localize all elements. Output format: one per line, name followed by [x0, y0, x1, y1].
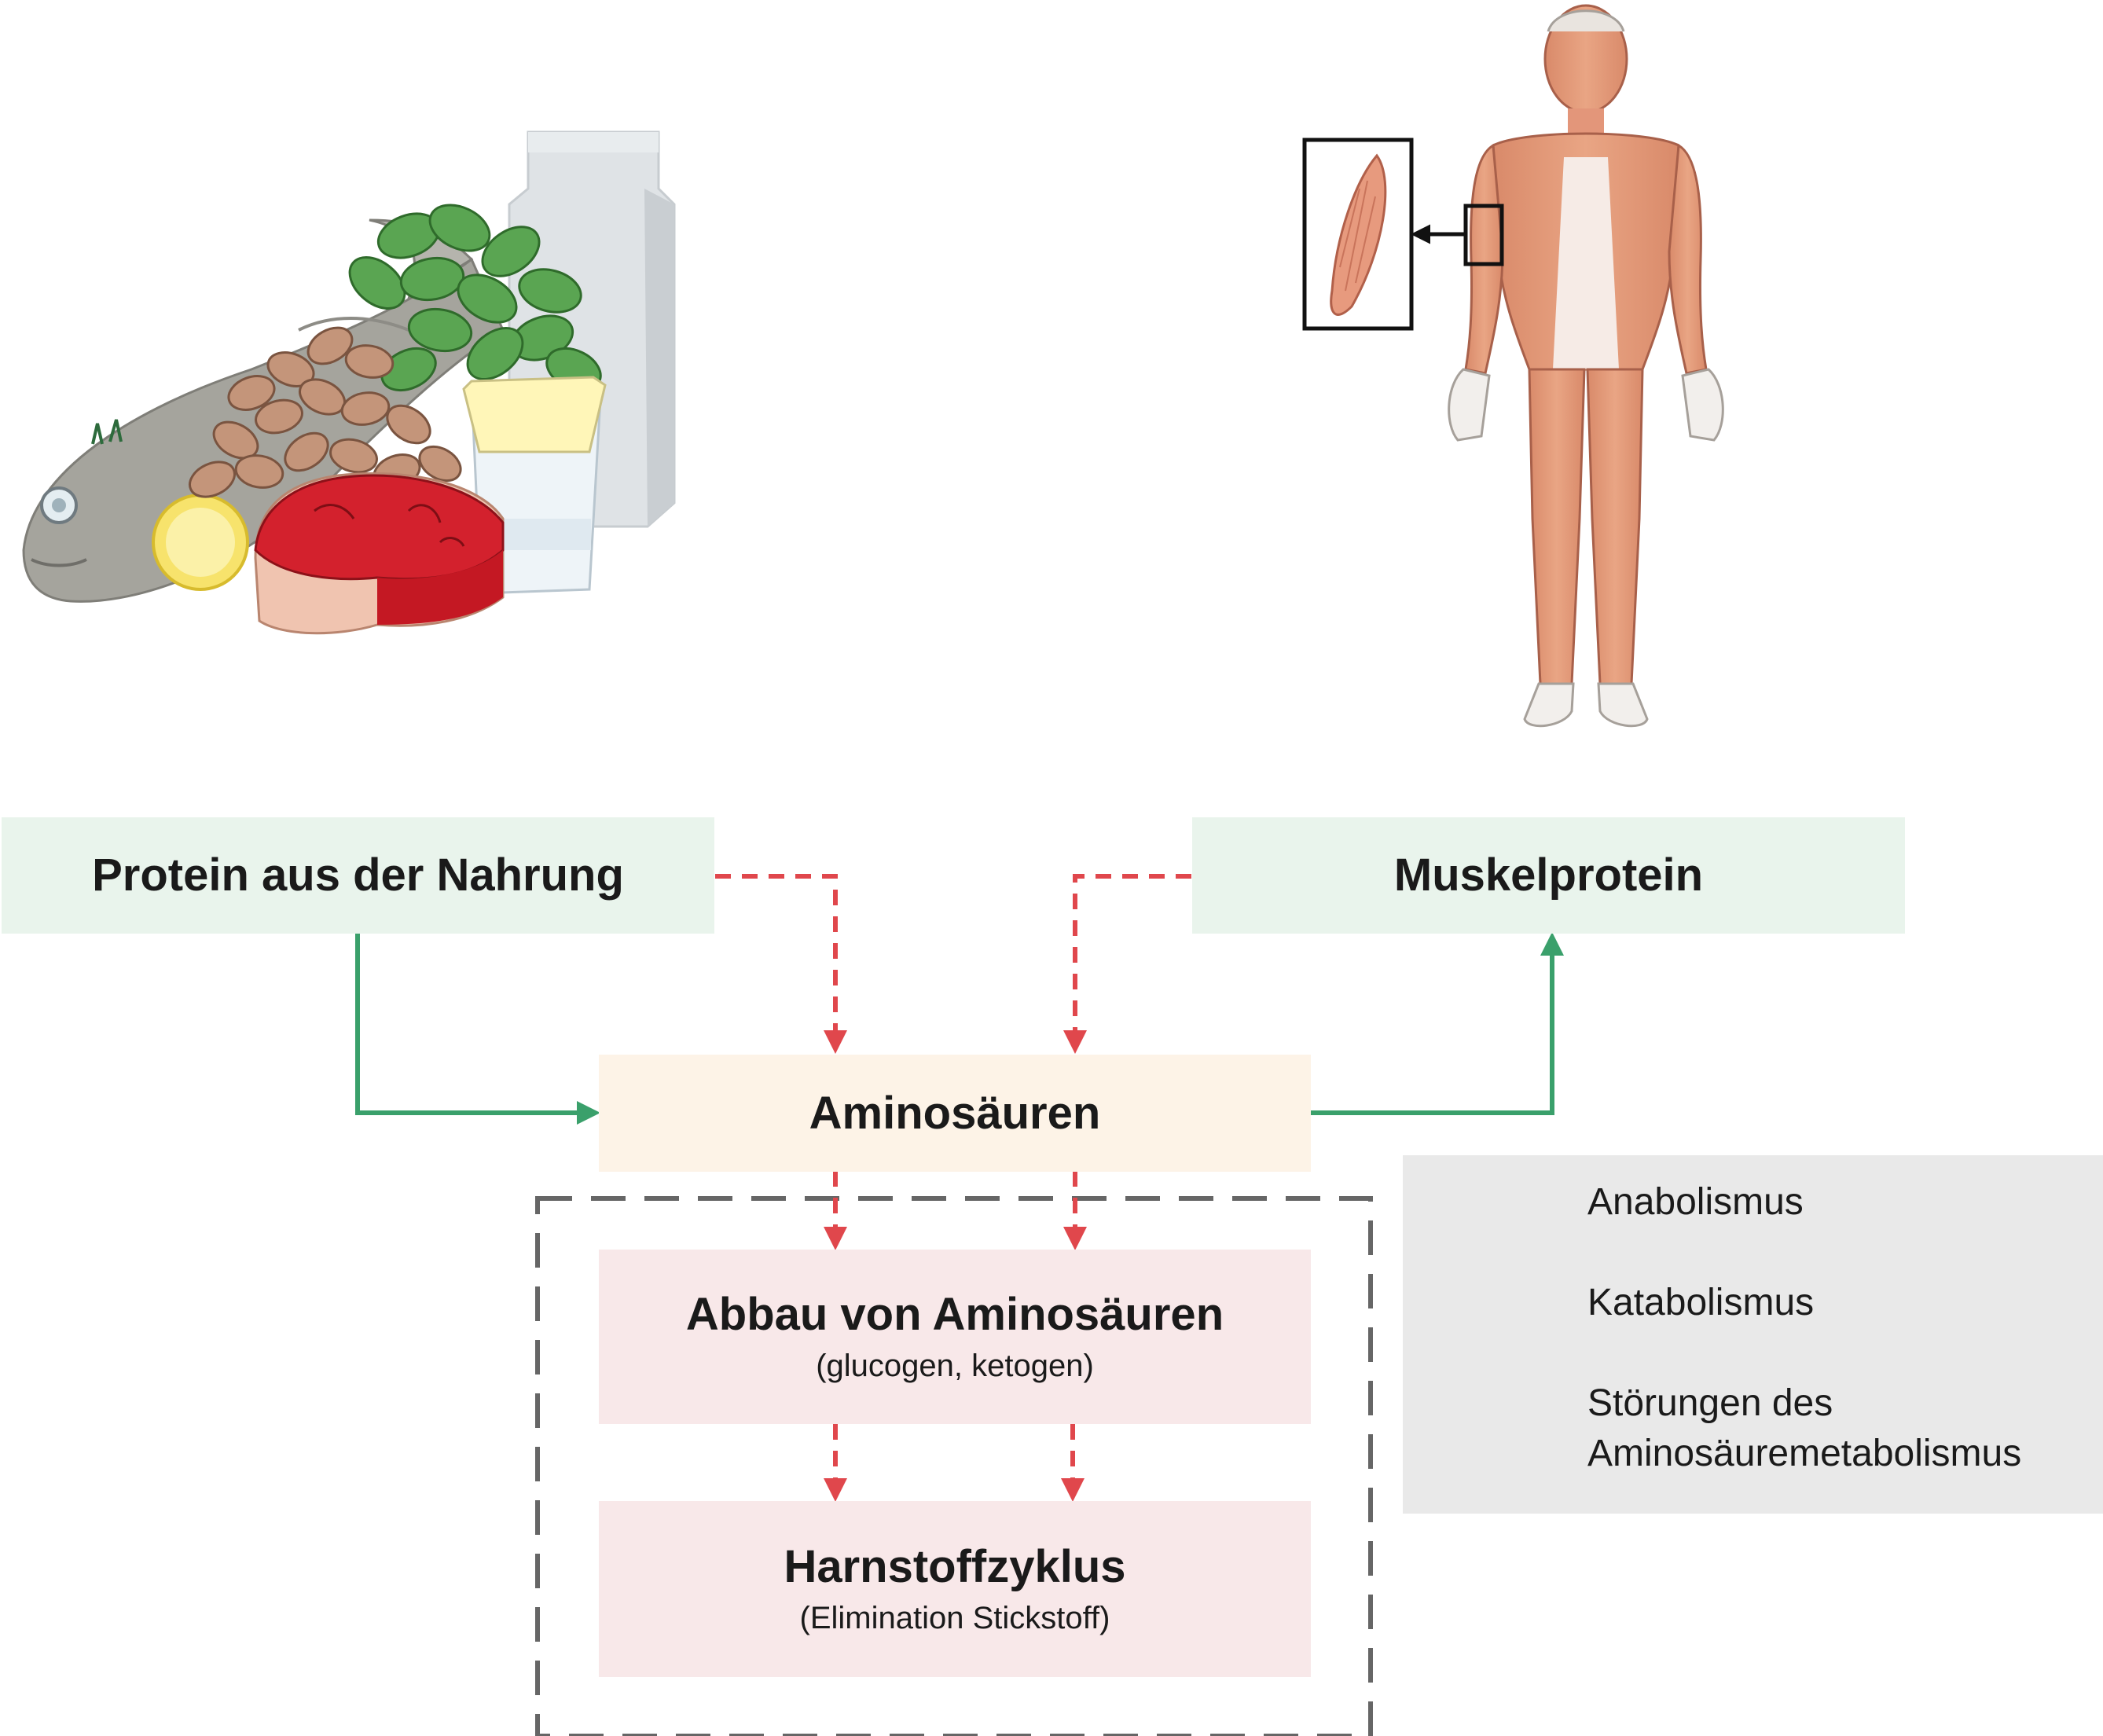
disorder-region-frame [535, 1196, 1373, 1736]
steak-icon [254, 472, 505, 635]
catabolism-arrow-muscle-to-amino [1063, 874, 1191, 1054]
node-amino-acids-title: Aminosäuren [809, 1087, 1101, 1139]
legend-label-catabolism: Katabolismus [1587, 1282, 1815, 1323]
protein-rich-food-illustration [22, 130, 676, 635]
node-muscle-protein-title: Muskelprotein [1393, 850, 1704, 901]
node-aa-degradation: Abbau von Aminosäuren (glucogen, ketogen… [599, 1250, 1311, 1424]
node-dietary-protein-title: Protein aus der Nahrung [92, 850, 624, 901]
legend-label-disorders-line1: Störungen des [1587, 1382, 1833, 1424]
node-amino-acids: Aminosäuren [599, 1055, 1311, 1172]
node-aa-degradation-title: Abbau von Aminosäuren [685, 1288, 1224, 1340]
legend-label-disorders-line2: Aminosäuremetabolismus [1587, 1433, 2022, 1474]
node-dietary-protein: Protein aus der Nahrung [2, 817, 714, 934]
legend-label-anabolism: Anabolismus [1587, 1181, 1804, 1223]
node-muscle-protein: Muskelprotein [1192, 817, 1905, 934]
human-muscle-anatomy-illustration [1302, 4, 1724, 728]
legend [1403, 1155, 2103, 1514]
anabolism-arrow-diet-to-amino [355, 934, 600, 1125]
node-urea-cycle-subtitle: (Elimination Stickstoff) [799, 1601, 1110, 1636]
node-urea-cycle: Harnstoffzyklus (Elimination Stickstoff) [599, 1501, 1311, 1677]
lemon-slice-icon [152, 494, 249, 591]
node-aa-degradation-subtitle: (glucogen, ketogen) [816, 1349, 1094, 1384]
green-beans-icon [348, 204, 602, 392]
node-urea-cycle-title: Harnstoffzyklus [784, 1540, 1126, 1592]
catabolism-arrow-diet-to-amino [715, 874, 847, 1054]
anabolism-arrow-amino-to-muscle [1311, 932, 1564, 1115]
